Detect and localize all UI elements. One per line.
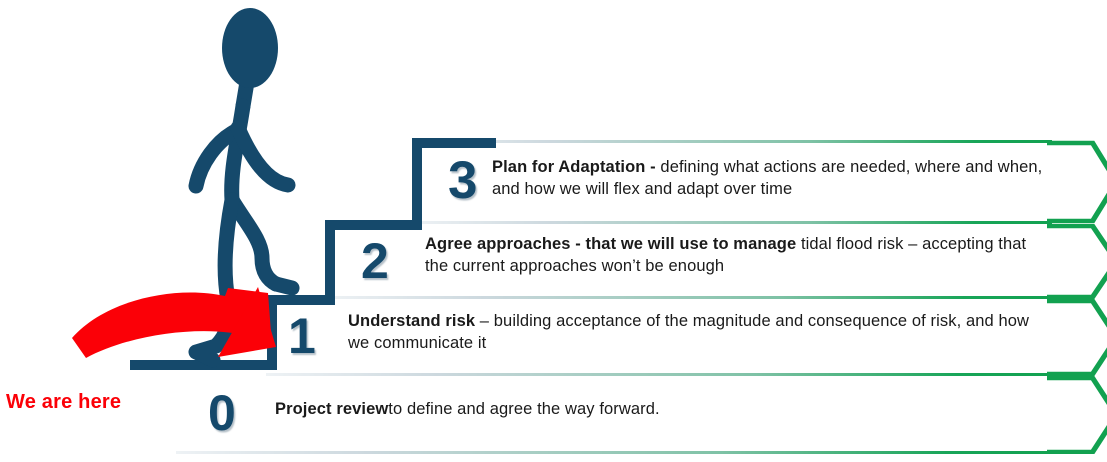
step-row-1: 1 Understand risk – building acceptance … [266, 299, 1107, 376]
row-divider-bottom-2 [325, 296, 1052, 299]
green-chevron-0 [1047, 376, 1107, 454]
green-chevron-3 [1047, 140, 1107, 224]
step-number-1: 1 [288, 308, 316, 364]
row-divider-bottom-1 [266, 373, 1052, 376]
step-card-3 [412, 140, 1107, 224]
step-lead-0: Project review [275, 400, 389, 418]
row-divider-top-3 [412, 140, 1052, 143]
step-text-2: Agree approaches - that we will use to m… [425, 234, 1037, 278]
green-chevron-2 [1047, 224, 1107, 299]
step-lead-2: Agree approaches - that we will use to m… [425, 235, 797, 253]
row-divider-bottom-3 [412, 221, 1052, 224]
step-rest-3: defining what actions are needed, where … [492, 158, 1043, 198]
step-row-2: 2 Agree approaches - that we will use to… [325, 224, 1107, 299]
row-divider-bottom-0 [176, 451, 1052, 454]
we-are-here-label: We are here [6, 391, 122, 413]
step-rest-0: to define and agree the way forward. [388, 400, 660, 418]
step-row-0: 0 Project reviewto define and agree the … [176, 376, 1107, 454]
step-number-0: 0 [208, 385, 236, 441]
step-lead-1: Understand risk [348, 312, 476, 330]
step-text-3: Plan for Adaptation - defining what acti… [492, 157, 1044, 201]
step-number-2: 2 [361, 233, 389, 289]
step-rest-2: tidal flood risk – accepting that the cu… [425, 235, 1027, 275]
step-text-1: Understand risk – building acceptance of… [348, 311, 1048, 355]
step-card-0 [176, 376, 1107, 454]
step-text-0: Project reviewto define and agree the wa… [275, 399, 975, 421]
step-lead-3: Plan for Adaptation - [492, 158, 656, 176]
step-number-3: 3 [448, 151, 478, 210]
figure-head [222, 8, 278, 88]
green-chevron-1 [1047, 299, 1107, 376]
step-row-3: 3 Plan for Adaptation - defining what ac… [412, 140, 1107, 224]
